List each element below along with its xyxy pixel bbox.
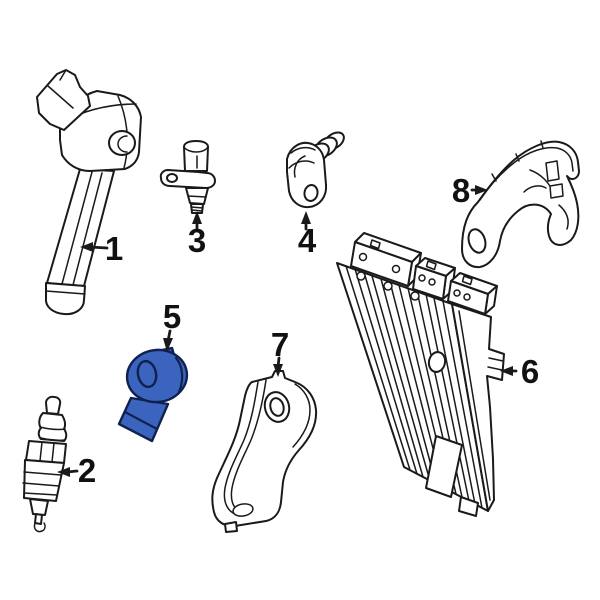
bracket-8: [461, 140, 580, 269]
ecm-face-hole: [427, 351, 447, 373]
callout-6-label: 6: [521, 353, 539, 390]
bracket7-crease-3: [292, 383, 311, 448]
plug-tip: [29, 498, 49, 516]
ecm-top-bump-3: [461, 275, 473, 286]
callout-6-arrowhead: [500, 366, 513, 376]
callout-2[interactable]: 2: [57, 452, 96, 489]
callout-1-label: 1: [105, 230, 123, 267]
ecm-connector-a: [350, 241, 413, 287]
plug-shell-ribs: [22, 471, 62, 496]
ecm-tab-ribs: [487, 357, 504, 371]
coil-boot: [44, 282, 86, 316]
callout-3[interactable]: 3: [188, 211, 206, 259]
ecm-top-bump-2: [425, 260, 437, 271]
bracket7-slot: [232, 503, 254, 517]
callout-5-arrowhead: [163, 338, 173, 352]
plug-insulator-ribs: [39, 426, 66, 442]
ecm-screw-c2: [463, 293, 471, 301]
ecm-screw-b1: [418, 274, 426, 282]
ecm-side-line: [458, 310, 491, 501]
sensor3-cylinder-arc: [183, 146, 209, 169]
plug-electrode: [34, 513, 43, 525]
coil-recess-arc: [117, 135, 128, 153]
plug-insulator: [37, 412, 68, 442]
ecm-side: [451, 303, 505, 512]
spark-plug: [22, 395, 68, 533]
sensor3-ear-hole: [166, 173, 178, 183]
sensor4-facets: [288, 146, 316, 178]
ecm-top-bump-1: [369, 239, 381, 250]
callout-1-arrowhead: [80, 242, 93, 252]
callout-2-label: 2: [78, 452, 96, 489]
sensor3-body-line: [187, 195, 207, 198]
ecm-bolt-hole-3: [410, 291, 420, 301]
sensor-4: [286, 131, 345, 209]
ecm-foot: [458, 496, 479, 517]
bracket7-foot: [224, 521, 238, 533]
bracket8-hole: [467, 228, 487, 254]
ecm-screw-a1: [358, 252, 368, 262]
sensor4-hole: [303, 184, 319, 202]
ecm-label-plate: [425, 435, 463, 498]
plug-shell: [23, 459, 65, 502]
bracket8-tab-1: [545, 160, 560, 182]
callout-2-arrowhead: [57, 467, 70, 477]
callout-4-label: 4: [298, 222, 317, 259]
sensor3-thread-lines: [190, 206, 204, 212]
callout-6[interactable]: 6: [500, 353, 539, 390]
ignition-coil: [36, 69, 142, 316]
callout-8-arrowhead: [475, 185, 488, 195]
callout-8[interactable]: 8: [452, 172, 488, 209]
coil-stem-lines: [61, 171, 103, 286]
ecm-screw-a2: [391, 264, 401, 274]
callout-3-arrowhead: [192, 211, 202, 224]
coil-connector-creases: [47, 69, 74, 109]
callout-4-arrowhead: [301, 211, 311, 224]
knock-sensor-connector: [117, 396, 170, 443]
bracket-7: [211, 370, 318, 533]
control-module: [336, 232, 505, 517]
bracket8-tab-2: [549, 183, 564, 199]
ecm-heatsink-ribs: [345, 265, 483, 509]
callout-5[interactable]: 5: [163, 298, 181, 352]
callout-7-label: 7: [271, 326, 289, 363]
plug-terminal: [45, 395, 62, 415]
bracket7-grommet-inner: [269, 397, 285, 417]
ecm-bolt-hole-1: [356, 271, 366, 281]
callout-8-label: 8: [452, 172, 470, 209]
ecm-screw-c1: [453, 289, 461, 297]
sensor3-cylinder: [183, 140, 209, 172]
coil-stem: [46, 168, 115, 287]
bracket8-band-ticks: [491, 140, 544, 182]
coil-boot-band: [45, 290, 86, 295]
callout-5-label: 5: [163, 298, 181, 335]
knock-sensor-bore: [136, 359, 158, 389]
bracket7-crease-1: [223, 381, 259, 515]
callout-7[interactable]: 7: [271, 326, 289, 377]
knock-sensor[interactable]: [117, 346, 190, 443]
plug-hex-facets: [39, 441, 55, 463]
bracket7-crease-2: [230, 379, 267, 513]
bracket8-band-inner: [479, 146, 574, 201]
coil-recess: [108, 130, 136, 156]
ecm-bolt-hole-2: [383, 281, 393, 291]
callout-3-label: 3: [188, 222, 206, 259]
plug-ground-strap: [33, 522, 46, 533]
callout-4[interactable]: 4: [298, 211, 317, 259]
callout-1[interactable]: 1: [80, 230, 123, 267]
callout-7-arrowhead: [273, 364, 283, 377]
knock-sensor-crease: [174, 356, 184, 394]
ecm-screw-b2: [428, 278, 436, 286]
sensor-3: [159, 140, 216, 214]
